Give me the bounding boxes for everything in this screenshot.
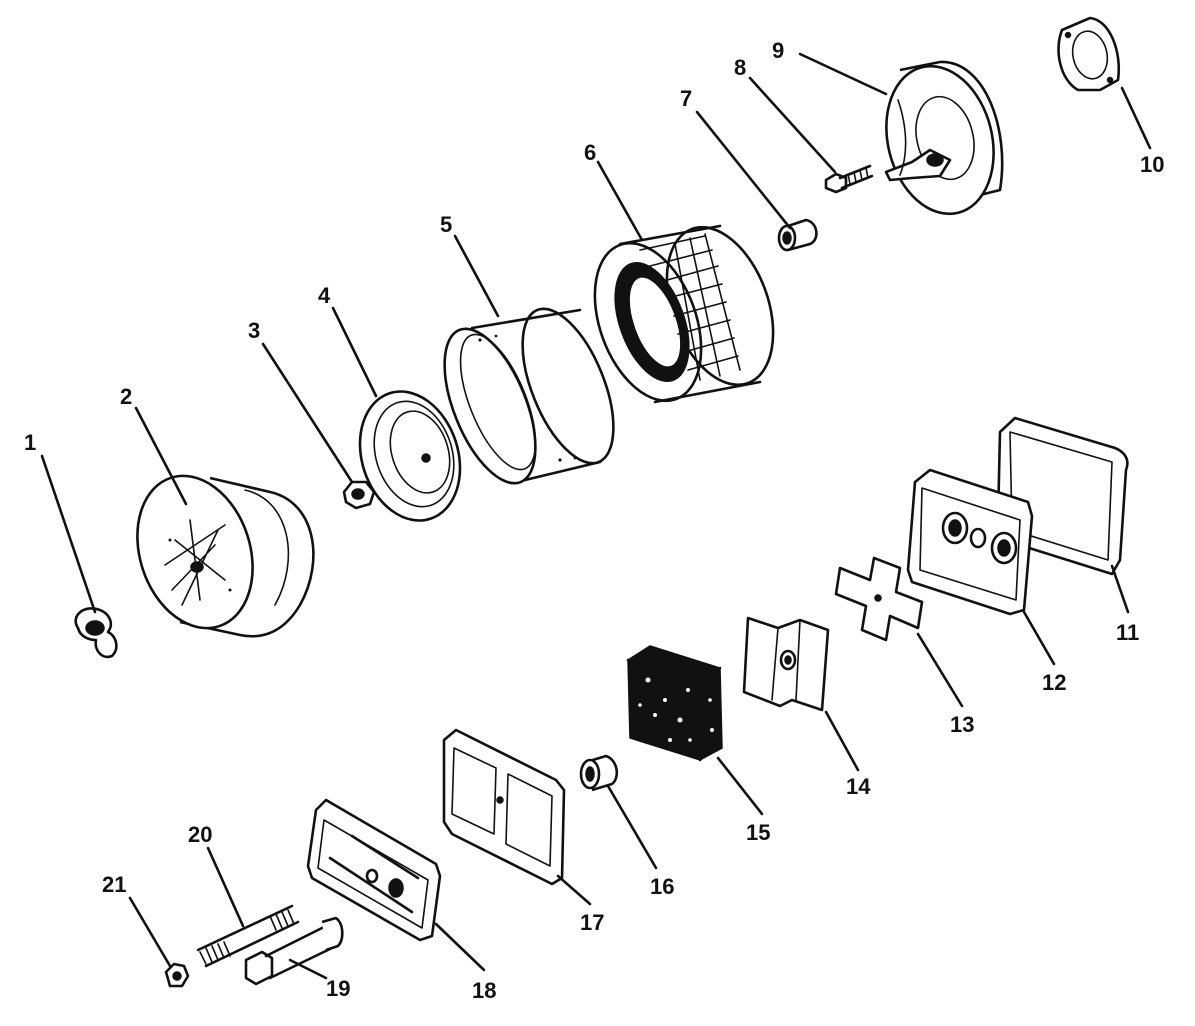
- callout-17: 17: [580, 910, 604, 935]
- callout-9: 9: [772, 38, 784, 63]
- callout-14: 14: [846, 774, 871, 799]
- leader-20: [206, 846, 245, 928]
- leader-5: [453, 234, 500, 318]
- callout-19: 19: [326, 976, 350, 1001]
- leader-7: [695, 110, 792, 230]
- leader-lines: [40, 52, 1152, 980]
- part-19-bolt: [244, 916, 344, 986]
- callout-20: 20: [188, 822, 212, 847]
- callout-21: 21: [102, 872, 126, 897]
- part-20-stud: [196, 904, 300, 968]
- callout-15: 15: [746, 820, 770, 845]
- part-9-base-plate: [884, 60, 1004, 216]
- leader-18: [434, 922, 486, 972]
- part-8-screw: [824, 164, 874, 194]
- leader-3: [261, 342, 354, 484]
- leader-9: [798, 52, 888, 96]
- callout-2: 2: [120, 384, 132, 409]
- leader-15: [716, 756, 764, 816]
- callout-6: 6: [584, 140, 596, 165]
- part-16-spacer: [579, 754, 619, 792]
- leader-13: [916, 632, 964, 708]
- part-1-wing-nut: [74, 607, 118, 659]
- part-2-air-cleaner-cover: [136, 474, 315, 638]
- part-15-foam-element: [626, 645, 723, 762]
- leader-16: [606, 784, 658, 870]
- leader-11: [1110, 564, 1130, 614]
- part-3-hex-nut: [342, 480, 376, 510]
- part-12-mounting-plate: [906, 468, 1034, 616]
- callout-5: 5: [440, 212, 452, 237]
- callout-10: 10: [1140, 152, 1164, 177]
- callout-8: 8: [734, 55, 746, 80]
- callout-4: 4: [318, 283, 331, 308]
- callout-16: 16: [650, 874, 674, 899]
- part-5-precleaner-sleeve: [443, 307, 615, 485]
- leader-17: [556, 874, 592, 906]
- leader-14: [824, 710, 860, 772]
- part-13-cross-plate: [834, 556, 924, 642]
- callout-7: 7: [680, 86, 692, 111]
- part-6-filter-element: [593, 224, 775, 404]
- callout-12: 12: [1042, 670, 1066, 695]
- leader-10: [1120, 86, 1152, 150]
- part-7-spacer: [777, 218, 818, 252]
- part-10-gasket: [1057, 16, 1121, 92]
- leader-6: [596, 160, 644, 242]
- callout-13: 13: [950, 712, 974, 737]
- callout-11: 11: [1116, 620, 1139, 645]
- leader-8: [748, 76, 837, 174]
- leader-12: [1022, 610, 1056, 666]
- leader-1: [40, 454, 97, 614]
- leader-19: [288, 958, 328, 980]
- part-17-gasket: [442, 728, 566, 886]
- part-18-base-plate: [306, 798, 442, 942]
- part-21-nut: [164, 962, 190, 988]
- part-14-bracket: [742, 616, 830, 712]
- leader-21: [128, 896, 172, 968]
- callout-18: 18: [472, 978, 496, 1003]
- callout-labels: 1 2 3 4 5 6 7 8 9 10 11 12 13 14 15 16 1…: [24, 38, 1164, 1003]
- leader-4: [331, 306, 378, 398]
- callout-3: 3: [248, 318, 260, 343]
- callout-1: 1: [24, 430, 36, 455]
- leader-2: [134, 406, 188, 506]
- part-4-inner-cover: [358, 390, 462, 522]
